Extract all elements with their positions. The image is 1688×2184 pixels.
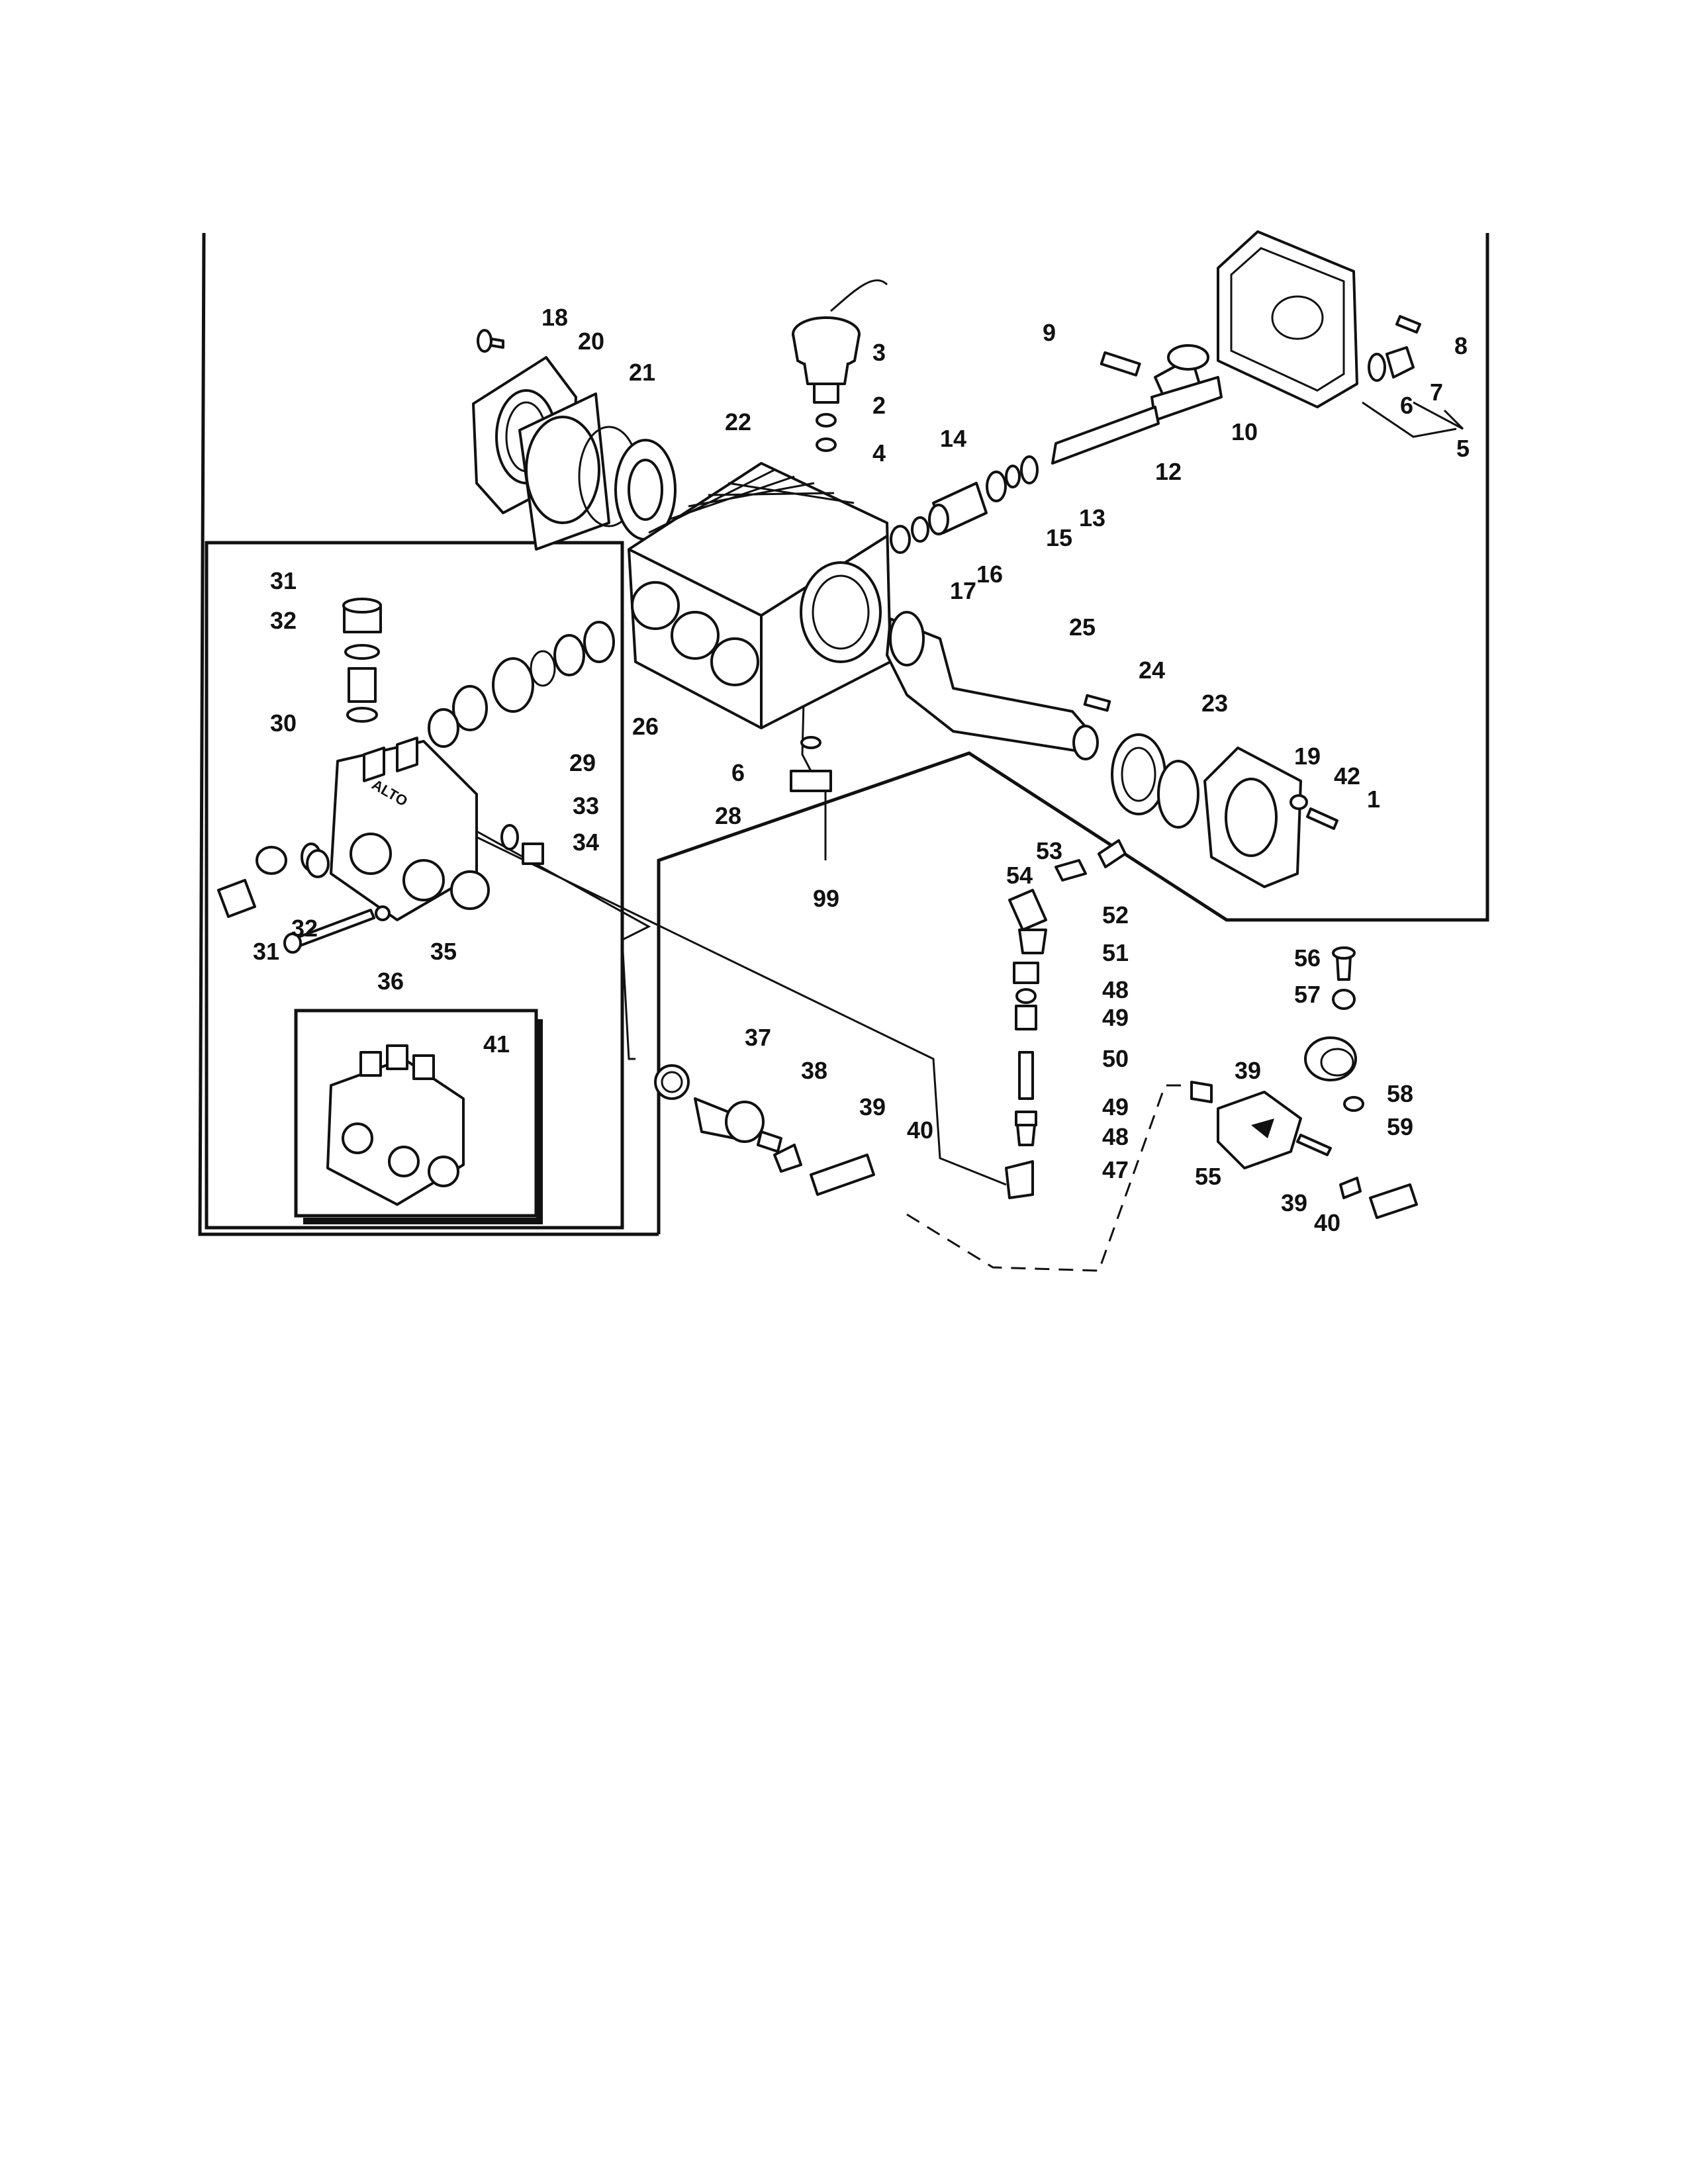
- callout-26: 26: [632, 713, 659, 740]
- callout-49-bottom: 49: [1102, 1093, 1129, 1120]
- callout-53: 53: [1036, 837, 1062, 864]
- leader-lines: [463, 401, 1464, 1272]
- sensor-switch-icon: [792, 279, 888, 452]
- callout-labels: 18 20 21 22 3 2 4 9 8 7 6 5 10 14 12 13 …: [253, 304, 1470, 1236]
- callout-20: 20: [578, 328, 604, 355]
- callout-7: 7: [1430, 379, 1443, 406]
- connecting-rod-icon: [1051, 344, 1223, 465]
- seal-sleeve-icon: [890, 455, 1039, 554]
- callout-47: 47: [1102, 1156, 1129, 1183]
- callout-37: 37: [745, 1024, 771, 1051]
- callout-9: 9: [1043, 319, 1056, 346]
- callout-6-bottom: 6: [731, 759, 745, 786]
- callout-22: 22: [725, 408, 751, 435]
- callout-49-top: 49: [1102, 1004, 1129, 1031]
- crankcase-cover-icon: [1217, 230, 1358, 408]
- key-icon: [1083, 694, 1111, 712]
- callout-54: 54: [1006, 862, 1033, 889]
- callout-48-top: 48: [1102, 976, 1129, 1003]
- callout-17: 17: [950, 577, 976, 604]
- callout-39-right-bottom: 39: [1281, 1189, 1307, 1216]
- callout-14: 14: [940, 425, 966, 452]
- thermal-relief-valve-icon: [1190, 946, 1418, 1219]
- callout-4: 4: [872, 439, 886, 467]
- callout-41: 41: [483, 1030, 510, 1058]
- flange-cover-icon: [472, 329, 677, 551]
- callout-38: 38: [801, 1057, 827, 1084]
- callout-18: 18: [541, 304, 568, 331]
- hose-fitting-icon: [1005, 839, 1127, 1199]
- callout-58: 58: [1387, 1080, 1413, 1107]
- callout-42: 42: [1334, 762, 1360, 790]
- fittings-right-icon: [1368, 315, 1421, 382]
- callout-31-top: 31: [270, 567, 297, 594]
- callout-5: 5: [1456, 435, 1470, 462]
- assembled-manifold-icon: [326, 1044, 465, 1206]
- callout-34: 34: [573, 829, 599, 856]
- bearing-cover-right-icon: [1111, 733, 1338, 888]
- callout-56: 56: [1294, 944, 1321, 972]
- callout-13: 13: [1079, 504, 1105, 531]
- callout-23: 23: [1201, 690, 1228, 717]
- callout-36: 36: [377, 968, 404, 995]
- callout-15: 15: [1046, 524, 1072, 551]
- callout-1: 1: [1367, 786, 1380, 813]
- callout-99: 99: [813, 885, 839, 912]
- valve-manifold-icon: [217, 598, 615, 954]
- callout-35: 35: [430, 938, 457, 965]
- callout-19: 19: [1294, 743, 1321, 770]
- callout-24: 24: [1139, 657, 1165, 684]
- callout-52: 52: [1102, 901, 1129, 929]
- callout-33: 33: [573, 792, 599, 819]
- pump-housing-icon: [628, 462, 892, 729]
- callout-39-right-top: 39: [1235, 1057, 1261, 1084]
- manifold-subassembly-box: [205, 541, 624, 1230]
- callout-16: 16: [976, 561, 1003, 588]
- callout-40-right: 40: [1314, 1209, 1340, 1236]
- callout-30: 30: [270, 709, 297, 737]
- callout-57: 57: [1294, 981, 1321, 1008]
- callout-25: 25: [1069, 614, 1096, 641]
- drain-plug-icon: [790, 736, 832, 792]
- callout-32-bottom: 32: [291, 915, 318, 942]
- callout-40-left: 40: [907, 1116, 933, 1144]
- callout-59: 59: [1387, 1113, 1413, 1140]
- callout-3: 3: [872, 339, 886, 366]
- callout-28: 28: [715, 802, 741, 829]
- callout-2: 2: [872, 392, 886, 419]
- callout-31-bottom: 31: [253, 938, 279, 965]
- unloader-valve-icon: [654, 1064, 875, 1196]
- callout-55: 55: [1195, 1163, 1221, 1190]
- callout-10: 10: [1231, 418, 1258, 445]
- callout-8: 8: [1454, 332, 1468, 359]
- callout-51: 51: [1102, 939, 1129, 966]
- callout-21: 21: [629, 359, 655, 386]
- callout-29: 29: [569, 749, 596, 776]
- diagram-frame: [198, 232, 1489, 1236]
- callout-48-bottom: 48: [1102, 1123, 1129, 1150]
- callout-6-top: 6: [1400, 392, 1413, 419]
- callout-32-top: 32: [270, 607, 297, 634]
- callout-50: 50: [1102, 1045, 1129, 1072]
- callout-39-left: 39: [859, 1093, 886, 1120]
- callout-12: 12: [1155, 458, 1182, 485]
- crankshaft-icon: [886, 611, 1099, 760]
